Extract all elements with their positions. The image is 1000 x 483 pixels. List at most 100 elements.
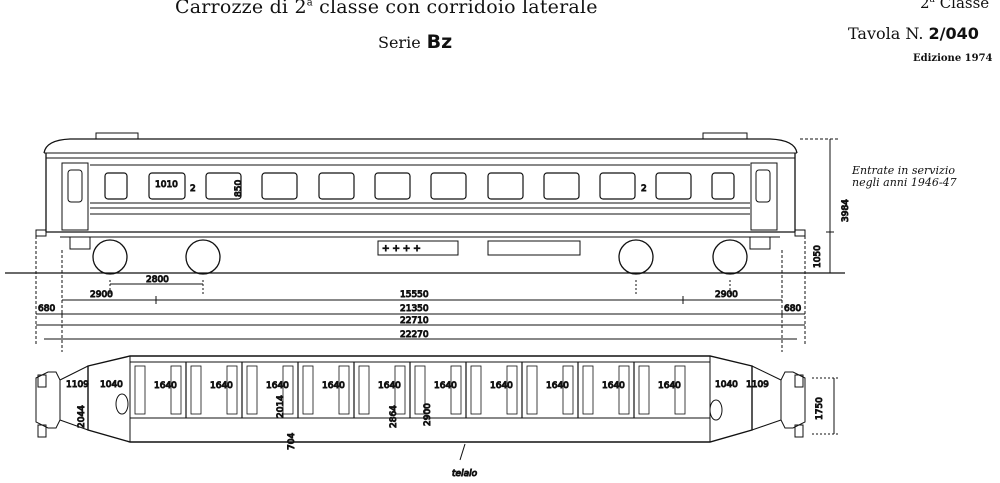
battery-box-marks: + + + +: [382, 244, 421, 254]
buffer-left: [35, 229, 47, 237]
window: [261, 172, 298, 200]
roof-outline: [43, 138, 798, 154]
seat: [134, 365, 146, 415]
seat: [506, 365, 518, 415]
vestibule-right-dim: 1040: [715, 380, 738, 390]
toilet-right: [709, 399, 723, 421]
window: [104, 172, 128, 200]
end-wall: [751, 419, 782, 431]
height-dimensions: 3984 1050: [800, 138, 852, 273]
compartment-dim: 1640: [378, 381, 401, 391]
door-left: [61, 162, 89, 231]
window: [655, 172, 692, 200]
class-mark-left: 2: [190, 184, 196, 194]
compartment-partitions: [185, 362, 635, 418]
height-total-label: 3984: [841, 199, 851, 222]
buffer: [794, 374, 804, 388]
battery-box: [377, 240, 459, 256]
compartment-dim: 1640: [546, 381, 569, 391]
series-code: Bz: [426, 31, 453, 53]
aisle-offset-dim: 2014: [276, 395, 286, 418]
vestibule-left-dim: 1040: [100, 380, 123, 390]
compartment-dim: 1640: [434, 381, 457, 391]
seat: [618, 365, 630, 415]
wheel: [92, 239, 128, 275]
roof-vent-left: [95, 132, 139, 140]
seat: [246, 365, 258, 415]
gangway-right: [780, 371, 806, 429]
seat: [394, 365, 406, 415]
length-over-buffers-dim: 22710: [400, 316, 429, 326]
bogie-left-dim: 2900: [90, 290, 113, 300]
wheel: [185, 239, 221, 275]
window: [543, 172, 580, 200]
bogie-frame-right: [749, 236, 771, 250]
compartment-dim: 1640: [210, 381, 233, 391]
overall-width-dim: 2900: [423, 403, 433, 426]
plan-body-outline: [87, 355, 753, 443]
end-left-dim: 1109: [66, 380, 89, 390]
underframe-length-dim: 22270: [400, 330, 429, 340]
window-width-label: 1010: [155, 180, 178, 190]
seat: [414, 365, 426, 415]
window: [599, 172, 636, 200]
plate-number: Tavola N. 2/040: [848, 24, 979, 43]
door-window-right: [755, 169, 771, 203]
seat: [562, 365, 574, 415]
seat: [526, 365, 538, 415]
end-right-dim: 1109: [746, 380, 769, 390]
end-width-dim: 2044: [77, 405, 87, 428]
compartment-dim: 1640: [658, 381, 681, 391]
drawing-title: Carrozze di 2a classe con corridoio late…: [175, 0, 598, 18]
floor-height-label: 1050: [813, 245, 823, 268]
wheel: [712, 239, 748, 275]
roof-vent-right: [702, 132, 748, 140]
toilet-left: [115, 393, 129, 415]
side-windows: [104, 172, 735, 200]
gangway-left: [35, 371, 61, 429]
compartment-dim: 1640: [322, 381, 345, 391]
seat: [282, 365, 294, 415]
seat: [638, 365, 650, 415]
bogie-pivots-dim: 15550: [400, 290, 429, 300]
window: [205, 172, 242, 200]
window: [430, 172, 467, 200]
compartment-dim: 1640: [602, 381, 625, 391]
bogie-frame-left: [69, 236, 91, 250]
window: [374, 172, 411, 200]
compartment-dims: 1640 1640 1640 1640 1640 1640 1640 1640 …: [154, 381, 682, 392]
buffer: [794, 424, 804, 438]
buffer: [37, 424, 47, 438]
door-right: [750, 162, 778, 231]
underframe-label: telaio: [452, 469, 478, 479]
door-window-left: [67, 169, 83, 203]
edition-label: Edizione 1974: [913, 53, 993, 64]
body-length-dim: 21350: [400, 304, 429, 314]
seat: [170, 365, 182, 415]
window: [711, 172, 735, 200]
leader-line: [459, 443, 466, 461]
buffer: [37, 374, 47, 388]
seat: [674, 365, 686, 415]
seat: [190, 365, 202, 415]
seat-rows: [134, 365, 686, 415]
seat: [358, 365, 370, 415]
compartment-dim: 1640: [154, 381, 177, 391]
wheel: [618, 239, 654, 275]
seat: [302, 365, 314, 415]
seat: [582, 365, 594, 415]
class-label: 2a Classe: [920, 0, 990, 12]
end-wall: [59, 419, 89, 431]
equipment-box: [487, 240, 581, 256]
window: [487, 172, 524, 200]
window-height-label: 850: [234, 180, 244, 197]
overhang-right-dim: 680: [784, 304, 801, 314]
seat: [226, 365, 238, 415]
length-dimensions: 2800 2900 15550 2900 680 21350 680 22710…: [35, 236, 806, 352]
overhang-left-dim: 680: [38, 304, 55, 314]
compartment-dim: 1640: [266, 381, 289, 391]
seat: [338, 365, 350, 415]
